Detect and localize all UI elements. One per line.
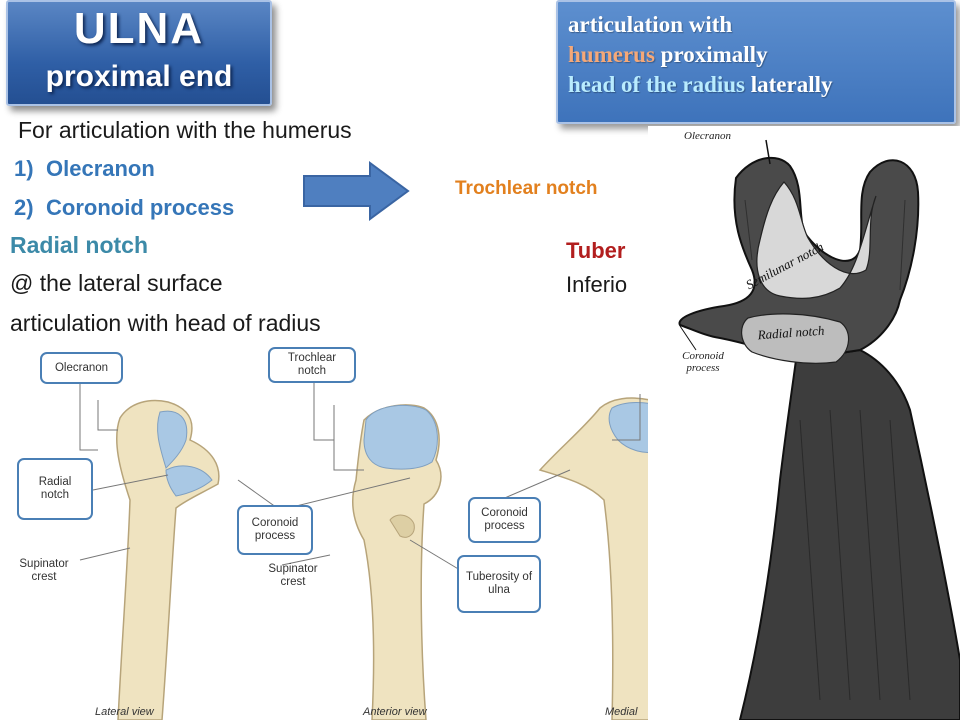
anterior-view-label: Anterior view bbox=[363, 706, 427, 718]
slide-title: ULNA bbox=[73, 4, 205, 53]
medial-view-bone bbox=[538, 397, 660, 720]
lateral-surface-text: @ the lateral surface bbox=[10, 270, 223, 296]
radial-notch-label: Radial notch bbox=[17, 458, 93, 520]
supinator-crest-label-2: Supinator crest bbox=[268, 563, 318, 588]
coronoid-process-label-1: Coronoid process bbox=[237, 505, 313, 555]
articulation-box: articulation with humerus proximally hea… bbox=[556, 0, 956, 124]
tuberosity-partial-text: Tuber bbox=[566, 238, 626, 263]
radial-notch-heading: Radial notch bbox=[10, 232, 149, 258]
articulation-line-2: humerus proximally bbox=[568, 40, 954, 70]
humerus-highlight: humerus bbox=[568, 42, 655, 67]
articulation-line-1: articulation with bbox=[568, 12, 733, 37]
engraving-olecranon-label: Olecranon bbox=[684, 130, 732, 142]
radius-head-highlight: head of the radius bbox=[568, 72, 745, 97]
lateral-view-bone bbox=[115, 399, 220, 720]
laterally-text: laterally bbox=[745, 72, 833, 97]
olecranon-item: Olecranon bbox=[46, 156, 155, 181]
intro-text: For articulation with the humerus bbox=[18, 117, 352, 143]
tuberosity-of-ulna-label: Tuberosity of ulna bbox=[457, 555, 541, 613]
ulna-views-illustration bbox=[79, 383, 660, 720]
medial-view-label: Medial bbox=[605, 706, 638, 718]
anterior-view-bone bbox=[351, 404, 442, 720]
right-arrow-icon bbox=[303, 161, 410, 221]
ulna-engraving bbox=[648, 126, 960, 720]
trochlear-notch-text: Trochlear notch bbox=[455, 178, 598, 199]
item-1-number: 1) bbox=[14, 156, 34, 181]
olecranon-label: Olecranon bbox=[40, 352, 123, 384]
articulation-line-3: head of the radius laterally bbox=[568, 70, 954, 100]
trochlear-notch-label: Trochlear notch bbox=[268, 347, 356, 383]
supinator-crest-label-1: Supinator crest bbox=[19, 558, 69, 583]
lateral-view-label: Lateral view bbox=[95, 706, 154, 718]
coronoid-process-label-2: Coronoid process bbox=[468, 497, 541, 543]
title-box: ULNA proximal end bbox=[6, 0, 272, 106]
inferior-partial-text: Inferio bbox=[566, 272, 628, 297]
engraving-coronoid-process-label: Coronoid process bbox=[682, 350, 724, 374]
articulation-radius-text: articulation with head of radius bbox=[10, 310, 321, 336]
item-2-number: 2) bbox=[14, 195, 34, 220]
proximally-text: proximally bbox=[654, 42, 768, 67]
coronoid-process-item: Coronoid process bbox=[46, 195, 235, 220]
slide-subtitle: proximal end bbox=[45, 60, 233, 93]
